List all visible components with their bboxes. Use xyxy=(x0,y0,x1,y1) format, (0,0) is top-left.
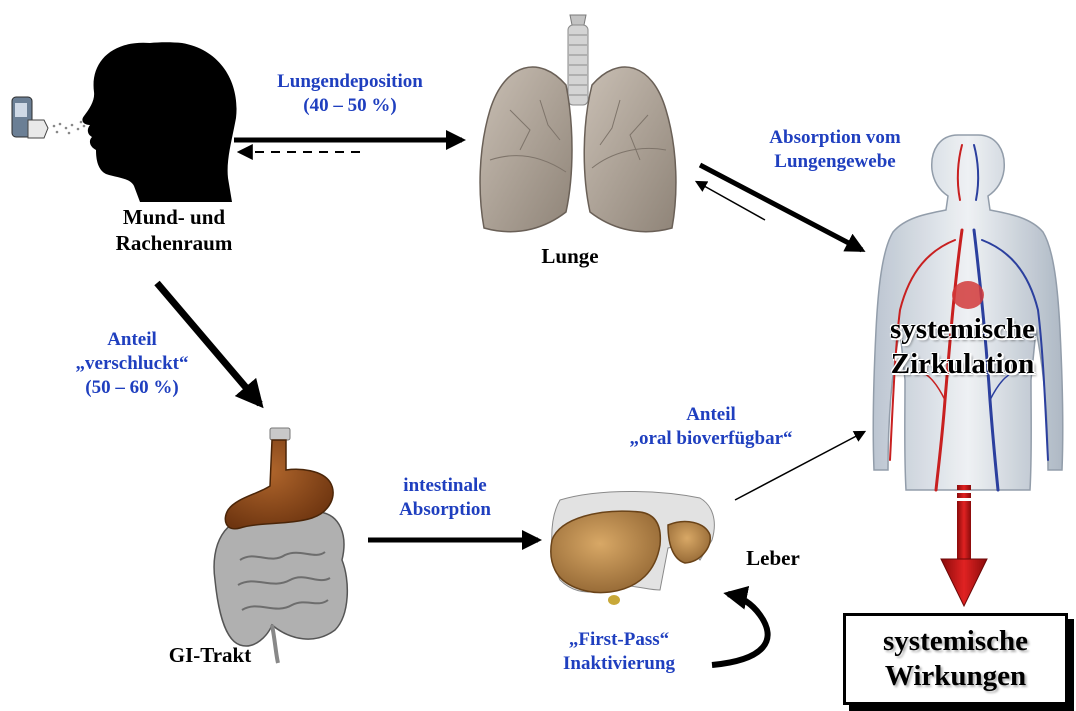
circulation-label-line1: systemische xyxy=(855,312,1070,347)
mouth-label: Mund- und Rachenraum xyxy=(84,204,264,257)
mouth-label-line1: Mund- und xyxy=(84,204,264,230)
systemic-effects-box: systemische Wirkungen xyxy=(843,613,1068,705)
oral-bioavailable-label: Anteil „oral bioverfügbar“ xyxy=(606,403,816,451)
arrow-lung-to-circulation xyxy=(700,165,862,250)
lungs-label: Lunge xyxy=(520,243,620,269)
lung-deposition-line1: Lungendeposition xyxy=(250,70,450,94)
head-silhouette-icon xyxy=(82,42,236,202)
first-pass-line2: Inaktivierung xyxy=(534,652,704,676)
arrow-circulation-to-lung xyxy=(697,182,765,220)
intestinal-absorption-label: intestinale Absorption xyxy=(370,474,520,522)
intestinal-line1: intestinale xyxy=(370,474,520,498)
systemic-effects-line2: Wirkungen xyxy=(885,659,1026,694)
swallowed-label: Anteil „verschluckt“ (50 – 60 %) xyxy=(52,328,212,399)
oral-bio-line2: „oral bioverfügbar“ xyxy=(606,427,816,451)
liver-icon xyxy=(551,492,715,606)
systemic-effects-line1: systemische xyxy=(883,624,1028,659)
first-pass-label: „First-Pass“ Inaktivierung xyxy=(534,628,704,676)
intestinal-line2: Absorption xyxy=(370,498,520,522)
inhaler-icon xyxy=(12,97,85,138)
gi-tract-icon xyxy=(214,428,347,663)
arrow-first-pass-curve xyxy=(712,594,768,665)
swallowed-line2: „verschluckt“ xyxy=(52,352,212,376)
circulation-label-line2: Zirkulation xyxy=(855,347,1070,382)
lung-absorption-line2: Lungengewebe xyxy=(735,150,935,174)
gi-tract-label: GI-Trakt xyxy=(150,642,270,668)
lungs-icon xyxy=(480,15,676,232)
first-pass-line1: „First-Pass“ xyxy=(534,628,704,652)
liver-label: Leber xyxy=(733,545,813,571)
oral-bio-line1: Anteil xyxy=(606,403,816,427)
lung-absorption-label: Absorption vom Lungengewebe xyxy=(735,126,935,174)
effect-arrow xyxy=(941,485,987,606)
swallowed-line1: Anteil xyxy=(52,328,212,352)
lung-deposition-line2: (40 – 50 %) xyxy=(250,94,450,118)
circulation-label: systemische Zirkulation xyxy=(855,312,1070,382)
lung-deposition-label: Lungendeposition (40 – 50 %) xyxy=(250,70,450,118)
lung-absorption-line1: Absorption vom xyxy=(735,126,935,150)
swallowed-line3: (50 – 60 %) xyxy=(52,376,212,400)
mouth-label-line2: Rachenraum xyxy=(84,230,264,256)
